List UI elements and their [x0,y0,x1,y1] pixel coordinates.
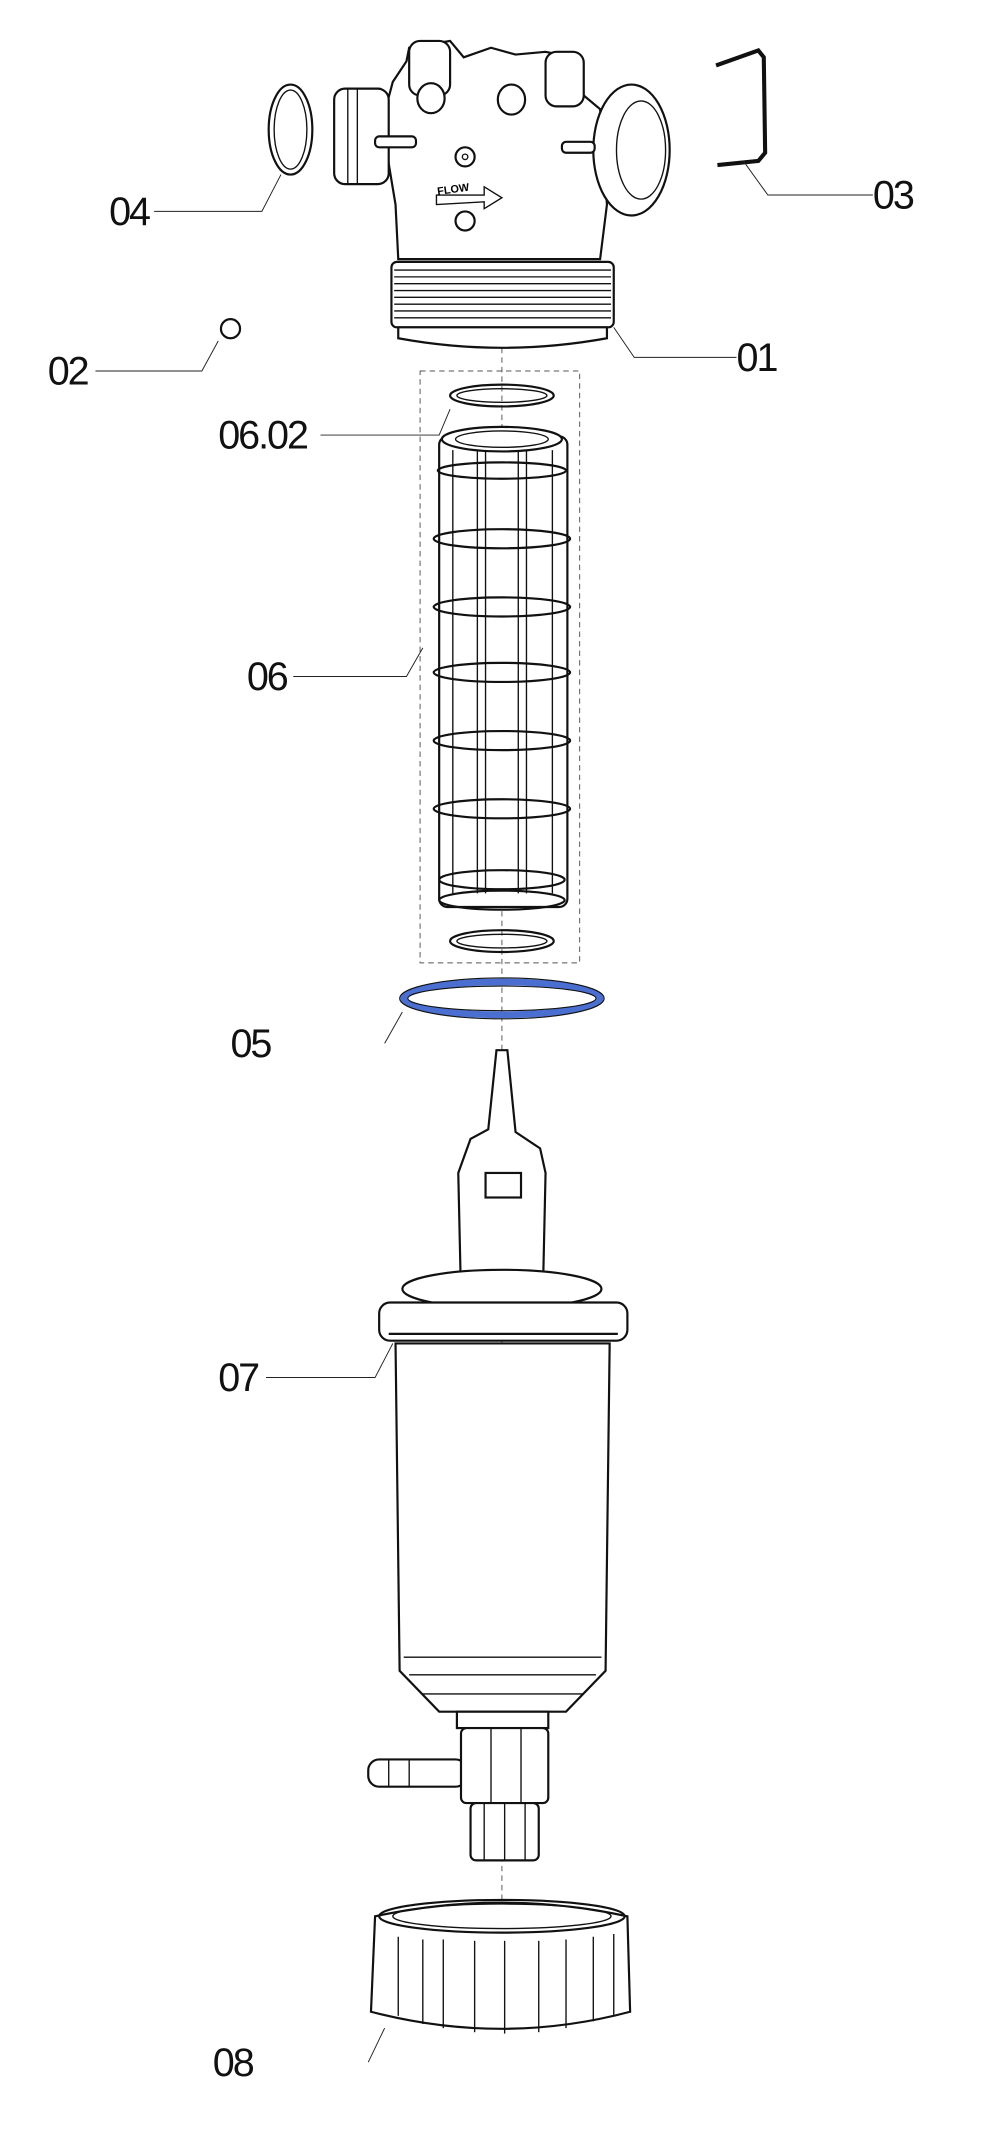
leader-05 [384,1011,403,1044]
part-05-oring-highlighted[interactable] [400,978,604,1019]
callout-08: 08 [213,2041,254,2085]
leader-04 [154,174,282,212]
leader-06-02 [320,408,451,436]
callout-02: 02 [48,350,88,394]
screen-assembly-outline [419,370,581,964]
flow-marking: FLOW [437,182,471,198]
part-04-oring[interactable] [267,83,314,176]
callout-05: 05 [230,1022,271,1066]
callout-04: 04 [109,190,150,234]
leader-02 [95,340,219,372]
part-06-02-seal-upper[interactable] [448,383,555,408]
part-07-filter-bowl[interactable] [367,1049,629,1862]
leader-01 [613,327,737,358]
callout-06: 06 [247,655,288,699]
leader-08 [367,2027,386,2063]
leader-07 [265,1343,394,1379]
part-03-clip[interactable] [715,48,768,168]
leader-06 [293,647,424,677]
part-01-filter-head[interactable]: FLOW [333,39,671,349]
part-06-filter-screen[interactable] [432,425,572,911]
callout-03: 03 [873,174,914,218]
leader-03 [742,160,873,196]
callout-07: 07 [218,1356,258,1400]
part-02-small-oring[interactable] [219,318,242,340]
part-08-ring-nut[interactable] [369,1898,632,2034]
part-06-lower-seal[interactable] [448,929,555,954]
callout-01: 01 [737,336,778,380]
callout-06-02: 06.02 [218,414,307,458]
